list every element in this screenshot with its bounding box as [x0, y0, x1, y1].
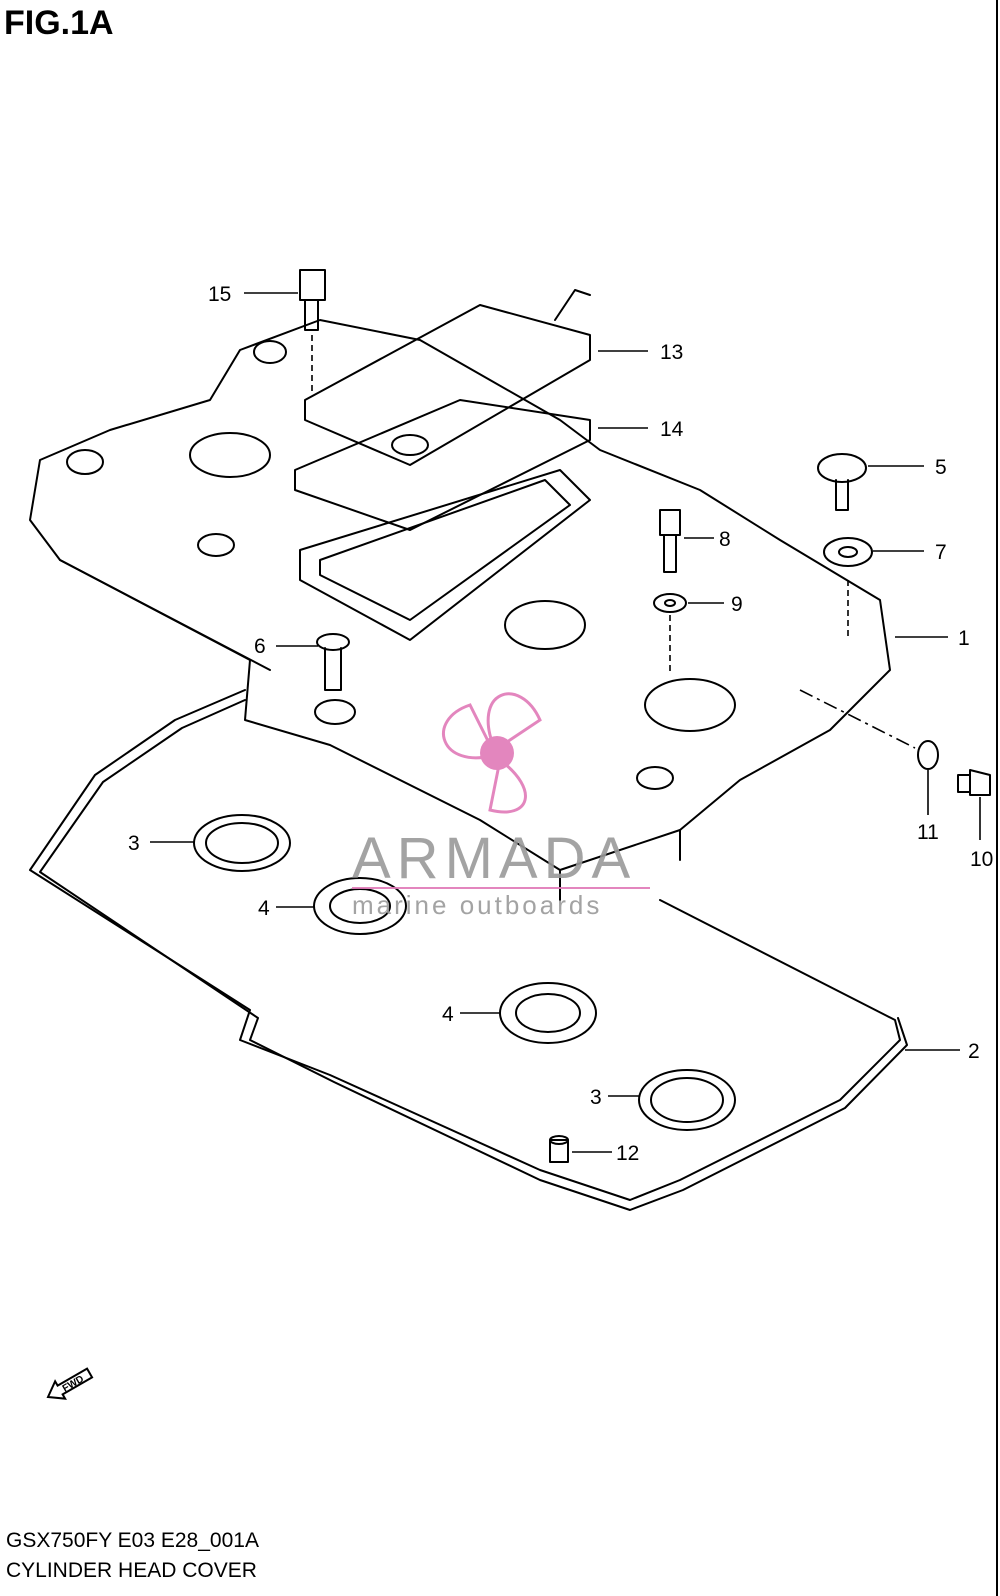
- callout-12: 12: [616, 1142, 639, 1165]
- breather-cover: [304, 289, 591, 466]
- model-code: GSX750FY E03 E28_001A: [6, 1529, 259, 1552]
- head-cover-gasket: [29, 689, 908, 1211]
- callout-13: 13: [660, 341, 683, 364]
- breather-cover-gasket: [294, 399, 591, 531]
- seal-3-upper: [193, 814, 291, 872]
- callout-9: 9: [731, 593, 743, 616]
- bolt-15: [299, 269, 326, 395]
- plug-10: [957, 769, 991, 796]
- dowel-12: [549, 1135, 569, 1163]
- watermark-brand: ARMADA: [352, 826, 636, 891]
- callout-8: 8: [719, 528, 731, 551]
- propeller-logo: [442, 692, 542, 814]
- callout-3-upper: 3: [128, 832, 140, 855]
- callout-14: 14: [660, 418, 684, 441]
- page-border: [996, 0, 998, 1596]
- seal-4-lower: [499, 982, 597, 1044]
- cylinder-head-cover: [29, 319, 891, 901]
- armada-watermark: ARMADA marine outboards: [352, 692, 650, 920]
- fwd-direction-marker: FWD: [46, 1367, 94, 1400]
- watermark-tagline: marine outboards: [352, 890, 602, 920]
- callout-6: 6: [254, 635, 266, 658]
- fwd-arrow-label: FWD: [61, 1374, 86, 1395]
- callout-3-lower: 3: [590, 1086, 602, 1109]
- washer-9: [653, 593, 687, 613]
- bolt-5: [817, 453, 867, 511]
- bolt-6: [316, 633, 350, 691]
- callout-11: 11: [917, 821, 939, 844]
- figure-title: FIG.1A: [4, 4, 114, 42]
- figure-footer: GSX750FY E03 E28_001A CYLINDER HEAD COVE…: [6, 1526, 259, 1586]
- callout-2: 2: [968, 1040, 980, 1063]
- callout-10: 10: [970, 848, 993, 871]
- section-name: CYLINDER HEAD COVER: [6, 1559, 257, 1582]
- callout-7: 7: [935, 541, 947, 564]
- callout-5: 5: [935, 456, 947, 479]
- seal-3-lower: [638, 1069, 736, 1131]
- callout-4-upper: 4: [258, 897, 270, 920]
- callout-4-lower: 4: [442, 1003, 454, 1026]
- washer-11: [799, 689, 939, 770]
- callout-15: 15: [208, 283, 231, 306]
- callout-1: 1: [958, 627, 970, 650]
- bolt-8: [659, 509, 681, 675]
- washer-7: [823, 537, 873, 640]
- callout-labels: 15 13 14 5 8 7 9 1 6 11 10 3 4 4 3 2 12: [128, 283, 993, 1165]
